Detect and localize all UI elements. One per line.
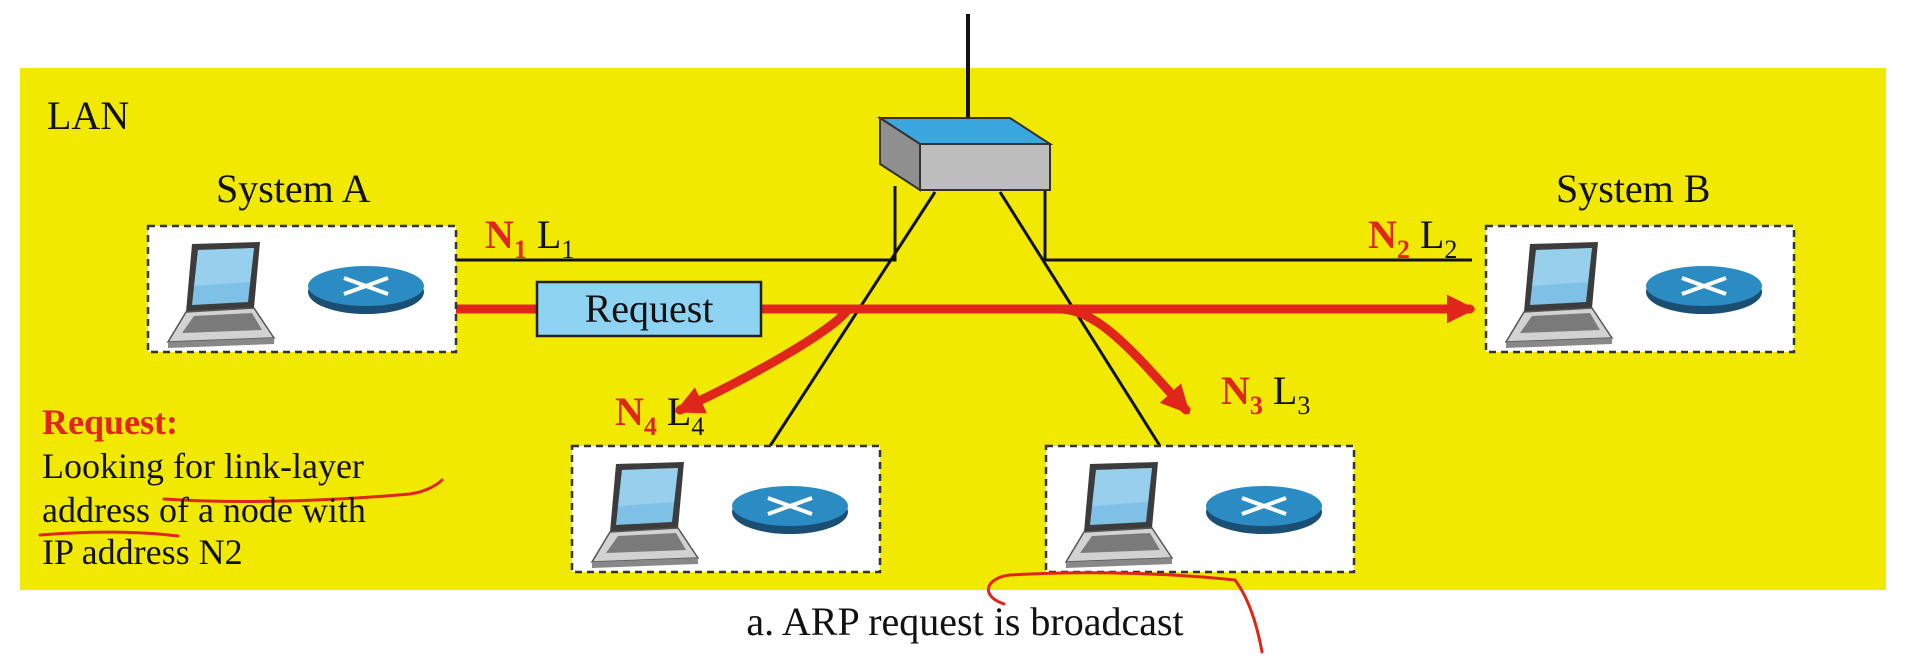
cable-a xyxy=(452,186,897,262)
address-n3-l3: N3 L3 xyxy=(1221,368,1311,420)
request-note-title: Request: xyxy=(42,402,178,442)
request-note-line3: IP address N2 xyxy=(42,532,243,572)
circle-is-broadcast xyxy=(986,571,1264,654)
router-icon xyxy=(1204,484,1324,536)
switch-icon xyxy=(876,116,1054,192)
request-note-line1: Looking for link-layer xyxy=(42,446,364,486)
request-packet-label: Request xyxy=(584,286,714,331)
cable-n3 xyxy=(998,191,1162,447)
arrow-to-n4 xyxy=(674,304,853,415)
router-icon xyxy=(1644,264,1764,316)
lan-label: LAN xyxy=(47,93,130,138)
handwritten-annotations xyxy=(38,478,1264,654)
address-n1-l1: N1 L1 xyxy=(485,212,575,264)
system-b-label: System B xyxy=(1556,166,1711,211)
address-n2-l2: N2 L2 xyxy=(1368,212,1458,264)
figure-caption: a. ARP request is broadcast xyxy=(746,599,1184,644)
underline-address xyxy=(38,530,180,538)
cable-n4 xyxy=(768,191,937,447)
cable-b xyxy=(1043,186,1472,262)
request-note-line2: address of a node with xyxy=(42,490,366,530)
request-packet xyxy=(535,280,763,338)
system-a-label: System A xyxy=(216,166,371,211)
address-n4-l4: N4 L4 xyxy=(615,389,705,441)
cables xyxy=(452,186,1472,447)
underline-link-layer xyxy=(162,478,444,503)
router-icon xyxy=(306,264,426,316)
arrow-to-n3 xyxy=(1055,304,1191,415)
router-icon xyxy=(730,484,850,536)
